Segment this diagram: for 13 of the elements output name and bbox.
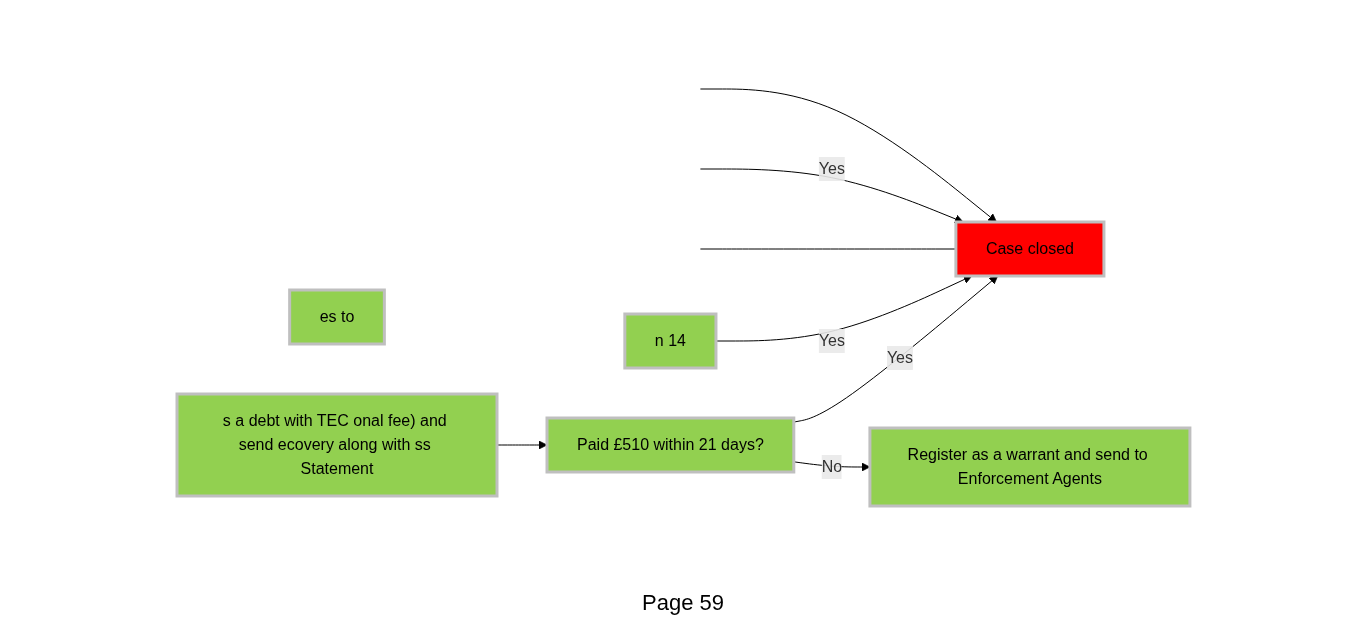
node-box: Case closed [953, 220, 1105, 278]
node-box: es to [287, 288, 386, 346]
arrow [496, 440, 547, 450]
edge-label: Yes [818, 160, 845, 177]
edge-label: Yes [886, 348, 913, 366]
edge-label: Yes [818, 332, 845, 349]
arrow [699, 88, 997, 223]
node-box: Register as a warrant and send to Enforcement Agents [867, 426, 1191, 508]
edge-label: No [821, 458, 842, 475]
node-box: Paid £510 within 21 days? [545, 416, 795, 474]
node-box: n 14 [622, 312, 717, 370]
node-box: s a debt with TEC onal fee) and send ecovery along with ss Statement [175, 392, 499, 498]
page-number: Page 59 [642, 590, 724, 615]
